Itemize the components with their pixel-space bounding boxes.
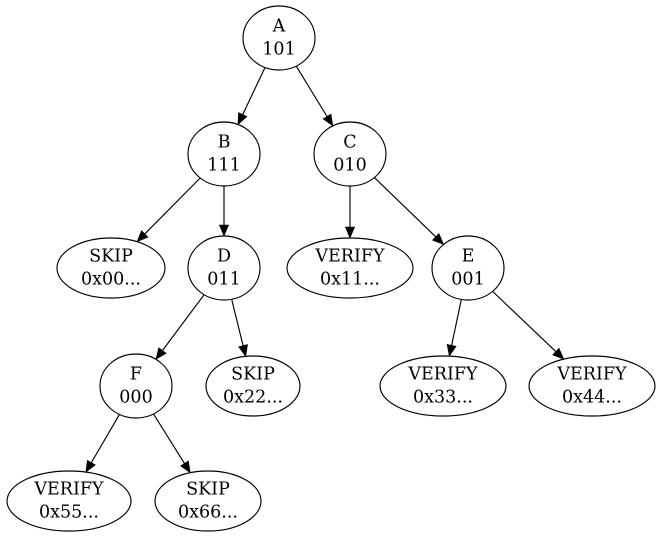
edge-E-to-VER44 — [492, 290, 565, 360]
graph-node-skip66[interactable]: SKIP 0x66... — [154, 470, 262, 532]
node-label-secondary: 101 — [262, 40, 295, 60]
node-label-secondary: 0x00... — [81, 270, 141, 290]
node-label-secondary: 010 — [333, 156, 366, 176]
arrowhead-icon — [238, 344, 248, 358]
edge-E-to-VER33 — [446, 299, 462, 357]
edge-F-to-SKIP66 — [153, 413, 191, 474]
arrowhead-icon — [237, 112, 248, 126]
node-ellipse — [6, 470, 132, 532]
node-label-primary: C — [343, 133, 356, 153]
node-circle — [187, 121, 261, 187]
edge-B-to-D — [218, 186, 230, 237]
graph-node-d[interactable]: D 011 — [187, 235, 261, 301]
node-label-primary: SKIP — [231, 365, 275, 385]
node-circle — [242, 5, 316, 71]
edge-line — [492, 290, 557, 353]
edge-line — [295, 65, 328, 117]
arrowhead-icon — [85, 459, 96, 473]
graph-node-ver44[interactable]: VERIFY 0x44... — [528, 355, 656, 417]
arrowhead-icon — [446, 344, 457, 357]
node-ellipse — [56, 237, 166, 299]
graph-node-b[interactable]: B 111 — [187, 121, 261, 187]
node-label-secondary: 011 — [207, 270, 240, 290]
nodes-layer: A101B111C010SKIP0x00...D011VERIFY0x11...… — [6, 5, 656, 532]
node-label-secondary: 0x22... — [223, 388, 283, 408]
graph-node-c[interactable]: C 010 — [313, 121, 387, 187]
node-circle — [99, 353, 173, 419]
node-label-primary: SKIP — [89, 247, 133, 267]
node-ellipse — [528, 355, 656, 417]
node-label-secondary: 0x55... — [39, 503, 99, 523]
edge-C-to-E — [373, 177, 445, 245]
node-circle — [431, 235, 505, 301]
edge-line — [231, 299, 244, 346]
graph-node-skip22[interactable]: SKIP 0x22... — [205, 355, 301, 417]
node-circle — [313, 121, 387, 187]
node-label-primary: VERIFY — [314, 247, 385, 267]
edge-A-to-C — [295, 65, 334, 127]
edge-A-to-B — [237, 67, 266, 126]
node-label-primary: E — [462, 247, 475, 267]
node-ellipse — [379, 355, 507, 417]
edge-line — [144, 177, 201, 235]
graph-node-skip00[interactable]: SKIP 0x00... — [56, 237, 166, 299]
graph-node-f[interactable]: F 000 — [99, 353, 173, 419]
node-label-primary: SKIP — [186, 480, 230, 500]
node-label-secondary: 0x66... — [178, 503, 238, 523]
node-label-secondary: 001 — [451, 270, 484, 290]
arrowhead-icon — [136, 230, 149, 243]
node-circle — [187, 235, 261, 301]
edge-line — [162, 294, 205, 351]
node-label-secondary: 0x11... — [320, 270, 380, 290]
edge-line — [90, 414, 120, 463]
node-label-primary: VERIFY — [33, 480, 104, 500]
graph-node-ver11[interactable]: VERIFY 0x11... — [286, 237, 414, 299]
edge-B-to-SKIP00 — [136, 177, 201, 243]
edges-layer — [85, 65, 565, 474]
graph-node-e[interactable]: E 001 — [431, 235, 505, 301]
node-label-primary: VERIFY — [407, 365, 478, 385]
edge-line — [153, 413, 185, 464]
edge-line — [373, 177, 437, 238]
arrowhead-icon — [431, 232, 445, 245]
edge-line — [451, 299, 462, 346]
node-ellipse — [205, 355, 301, 417]
edge-line — [242, 67, 266, 115]
arrowhead-icon — [322, 113, 334, 127]
arrowhead-icon — [180, 460, 191, 474]
node-label-secondary: 000 — [119, 388, 152, 408]
node-label-secondary: 0x33... — [413, 388, 473, 408]
edge-C-to-VER11 — [344, 186, 356, 239]
edge-D-to-F — [155, 294, 205, 360]
node-label-primary: D — [217, 247, 231, 267]
graph-node-ver55[interactable]: VERIFY 0x55... — [6, 470, 132, 532]
graph-node-a[interactable]: A 101 — [242, 5, 316, 71]
node-label-primary: B — [218, 133, 231, 153]
arrowhead-icon — [218, 224, 230, 237]
node-label-primary: A — [272, 17, 286, 37]
graph-node-ver33[interactable]: VERIFY 0x33... — [379, 355, 507, 417]
edge-F-to-VER55 — [85, 414, 120, 473]
node-label-secondary: 0x44... — [562, 388, 622, 408]
arrowhead-icon — [344, 226, 356, 239]
arrowhead-icon — [155, 347, 167, 360]
edge-D-to-SKIP22 — [231, 299, 248, 358]
node-ellipse — [286, 237, 414, 299]
node-label-secondary: 111 — [207, 156, 240, 176]
arrowhead-icon — [552, 347, 565, 360]
node-ellipse — [154, 470, 262, 532]
node-label-primary: VERIFY — [556, 365, 627, 385]
node-label-primary: F — [130, 365, 142, 385]
